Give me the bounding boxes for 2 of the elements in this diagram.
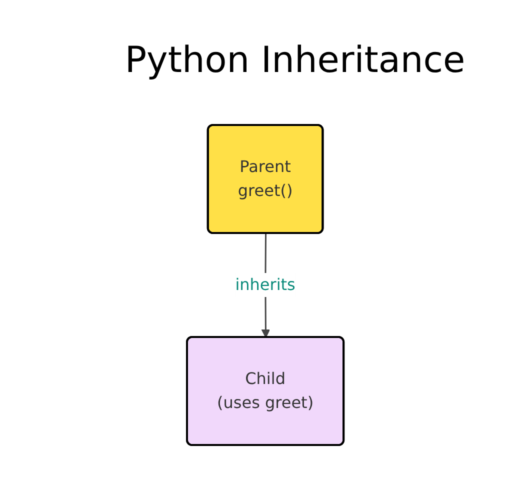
- diagram-title: Python Inheritance: [124, 40, 466, 81]
- edge-label: inherits: [234, 275, 296, 294]
